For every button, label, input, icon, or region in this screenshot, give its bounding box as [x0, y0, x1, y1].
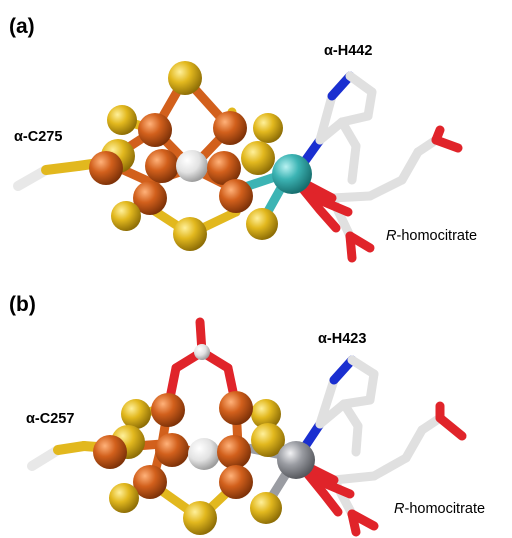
panel-b-cysteine-label: α-C257: [26, 411, 74, 427]
panel-a-histidine-stick: [295, 71, 377, 185]
panel-a-letter: (a): [9, 15, 35, 38]
sulfur-atom: [173, 217, 207, 251]
iron-atom: [145, 149, 179, 183]
molybdenum-atom: [272, 154, 312, 194]
iron-atom: [213, 111, 247, 145]
sulfur-atom: [241, 141, 275, 175]
panel-b-homocitrate-label: R-homocitrate: [394, 501, 485, 517]
interstitial-carbon-atom: [176, 150, 208, 182]
panel-a-homocitrate-stick: [289, 125, 463, 263]
iron-atom: [93, 435, 127, 469]
panel-a-homocitrate-label: R-homocitrate: [386, 228, 477, 244]
sulfur-atom: [251, 423, 285, 457]
sulfur-atom: [253, 113, 283, 143]
iron-atom: [217, 435, 251, 469]
panel-b-atoms: [93, 391, 315, 535]
panel-b-histidine-stick: [295, 355, 379, 459]
interstitial-carbon-atom: [188, 438, 220, 470]
panel-b-histidine-label: α-H423: [318, 331, 366, 347]
iron-atom: [133, 465, 167, 499]
iron-atom: [151, 393, 185, 427]
panel-a-cysteine-label: α-C275: [14, 129, 62, 145]
sulfur-atom: [250, 492, 282, 524]
panel-b-letter: (b): [9, 293, 36, 316]
panel-a-atoms: [89, 61, 312, 251]
iron-atom: [133, 181, 167, 215]
carbonate-carbon-atom: [194, 344, 210, 360]
iron-atom: [207, 151, 241, 185]
sulfur-atom: [251, 399, 281, 429]
sulfur-atom: [168, 61, 202, 95]
sulfur-atom: [109, 483, 139, 513]
iron-atom: [219, 391, 253, 425]
iron-atom: [138, 113, 172, 147]
panel-a: (a): [9, 15, 477, 263]
sulfur-atom: [107, 105, 137, 135]
iron-atom: [89, 151, 123, 185]
vanadium-atom: [277, 441, 315, 479]
iron-atom: [155, 433, 189, 467]
panel-a-histidine-label: α-H442: [324, 43, 372, 59]
panel-b: (b): [9, 293, 485, 537]
sulfur-atom: [183, 501, 217, 535]
sulfur-atom: [111, 201, 141, 231]
sulfur-atom: [246, 208, 278, 240]
sulfur-atom: [121, 399, 151, 429]
iron-atom: [219, 465, 253, 499]
iron-atom: [219, 179, 253, 213]
